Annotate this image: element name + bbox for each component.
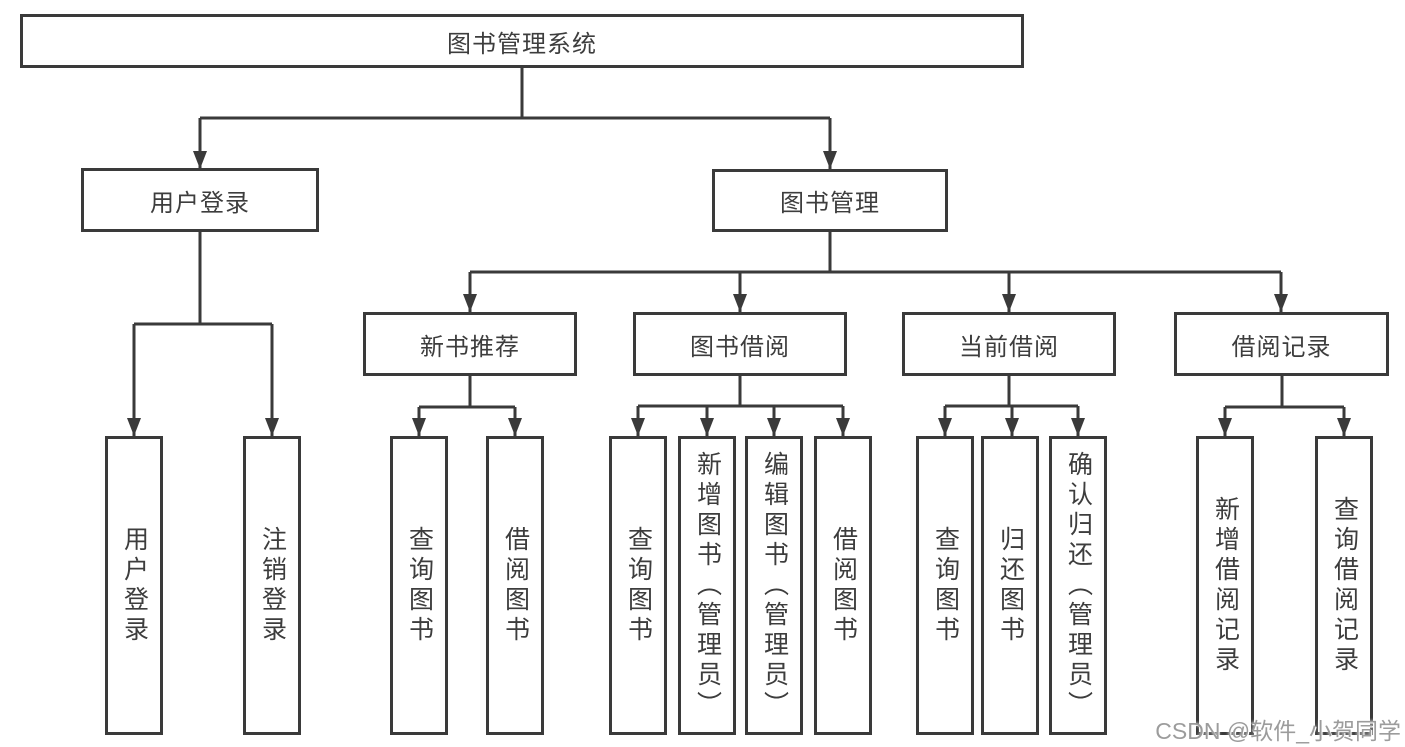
- node-label: 新书推荐: [420, 333, 520, 361]
- node-label: 确认归还（管理员）: [1064, 450, 1093, 721]
- node-new-book-recommend: 新书推荐: [363, 312, 577, 376]
- node-label: 当前借阅: [959, 333, 1059, 361]
- leaf-confirm-return-admin: 确认归还（管理员）: [1049, 436, 1107, 735]
- node-root-system: 图书管理系统: [20, 14, 1024, 68]
- leaf-query-books-recommend: 查询图书: [390, 436, 448, 735]
- node-label: 新增图书（管理员）: [693, 450, 722, 721]
- node-label: 查询图书: [624, 525, 653, 646]
- leaf-user-login: 用户登录: [105, 436, 163, 735]
- leaf-borrow-books-recommend: 借阅图书: [486, 436, 544, 735]
- node-label: 借阅图书: [829, 525, 858, 646]
- node-book-management: 图书管理: [712, 169, 948, 232]
- node-current-borrowing: 当前借阅: [902, 312, 1116, 376]
- node-label: 归还图书: [996, 525, 1025, 646]
- node-label: 图书借阅: [690, 333, 790, 361]
- node-label: 图书管理系统: [447, 30, 597, 58]
- leaf-return-books: 归还图书: [981, 436, 1039, 735]
- node-label: 编辑图书（管理员）: [760, 450, 789, 721]
- node-user-login: 用户登录: [81, 168, 319, 232]
- leaf-query-books-borrowing: 查询图书: [609, 436, 667, 735]
- leaf-query-borrow-record: 查询借阅记录: [1315, 436, 1373, 735]
- leaf-edit-book-admin: 编辑图书（管理员）: [745, 436, 803, 735]
- node-label: 借阅图书: [501, 525, 530, 646]
- node-book-borrowing: 图书借阅: [633, 312, 847, 376]
- csdn-watermark: CSDN @软件_小贺同学: [1155, 718, 1401, 744]
- node-label: 新增借阅记录: [1211, 495, 1240, 676]
- node-label: 用户登录: [120, 525, 149, 646]
- node-label: 查询图书: [405, 525, 434, 646]
- node-label: 图书管理: [780, 190, 880, 217]
- node-label: 注销登录: [258, 525, 287, 646]
- node-borrowing-records: 借阅记录: [1174, 312, 1389, 376]
- node-label: 查询借阅记录: [1330, 495, 1359, 676]
- node-label: 查询图书: [931, 525, 960, 646]
- leaf-logout: 注销登录: [243, 436, 301, 735]
- leaf-add-book-admin: 新增图书（管理员）: [678, 436, 736, 735]
- node-label: 用户登录: [150, 189, 250, 217]
- leaf-query-books-current: 查询图书: [916, 436, 974, 735]
- leaf-borrow-books-borrowing: 借阅图书: [814, 436, 872, 735]
- node-label: 借阅记录: [1231, 333, 1332, 361]
- leaf-add-borrow-record: 新增借阅记录: [1196, 436, 1254, 735]
